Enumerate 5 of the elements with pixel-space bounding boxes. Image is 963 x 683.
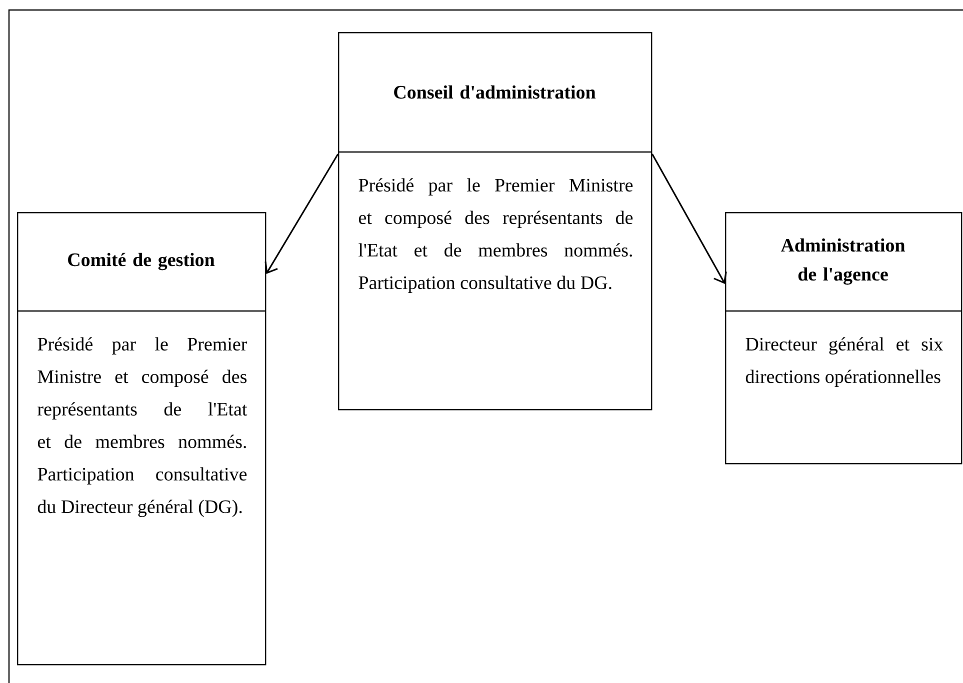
arrow <box>264 154 339 274</box>
process-box: Conseil d'administration Présidé par le Premier Ministre et composé des représentants de l'Etat et de membres nommés. Participation consultative du DG. <box>338 32 652 410</box>
process-box: Administration de l'agence Directeur général et six directions opérationnelles <box>725 212 962 464</box>
arrow <box>652 154 727 284</box>
process-box: Comité de gestion Présidé par le Premier Ministre et composé des représentants de l'Etat et de membres nommés. Participation consultative du Directeur général (DG). <box>17 212 266 666</box>
